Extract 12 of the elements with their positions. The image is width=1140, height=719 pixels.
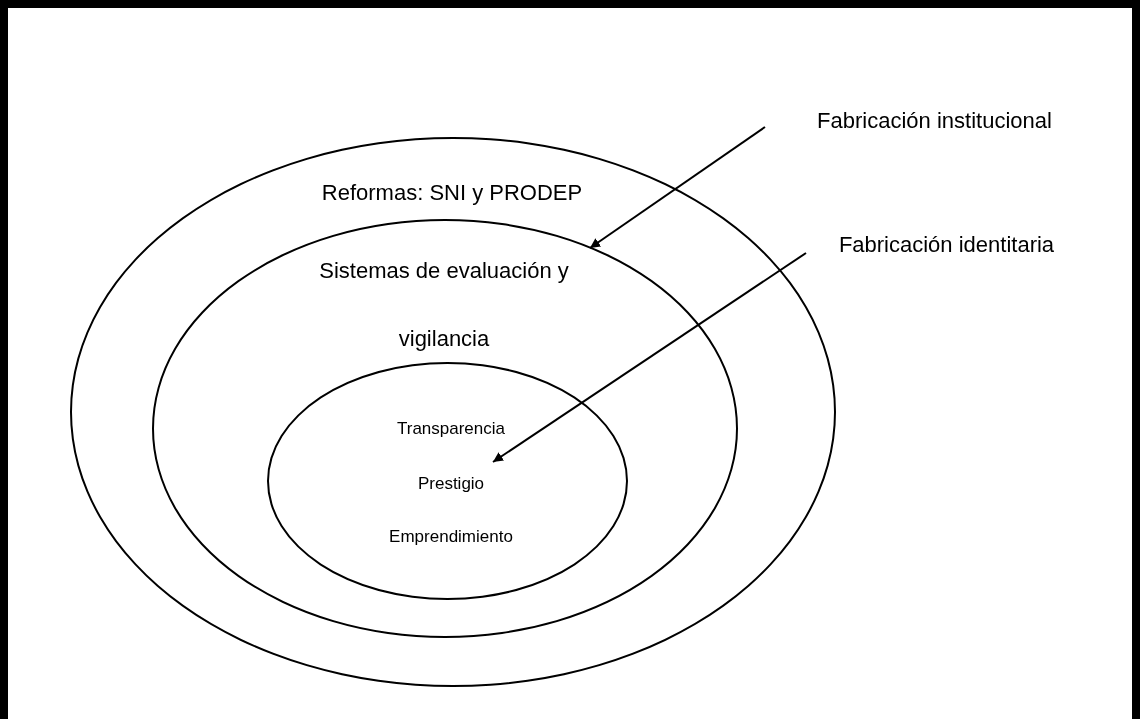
ellipse-label: Reformas: SNI y PRODEP bbox=[320, 179, 584, 207]
ellipse-label: Sistemas de evaluación y vigilancia bbox=[318, 257, 570, 353]
arrow bbox=[589, 126, 766, 249]
ellipse-label: Emprendimiento bbox=[388, 526, 514, 548]
ellipse bbox=[152, 219, 738, 638]
annotation-label: Fabricación institucional bbox=[816, 107, 1053, 135]
ellipse-label: Transparencia bbox=[395, 418, 506, 440]
annotation-label: Fabricación identitaria bbox=[837, 231, 1056, 259]
ellipse bbox=[267, 362, 628, 600]
ellipse-label: Prestigio bbox=[416, 473, 486, 495]
arrow bbox=[492, 252, 807, 463]
ellipse bbox=[70, 137, 836, 687]
